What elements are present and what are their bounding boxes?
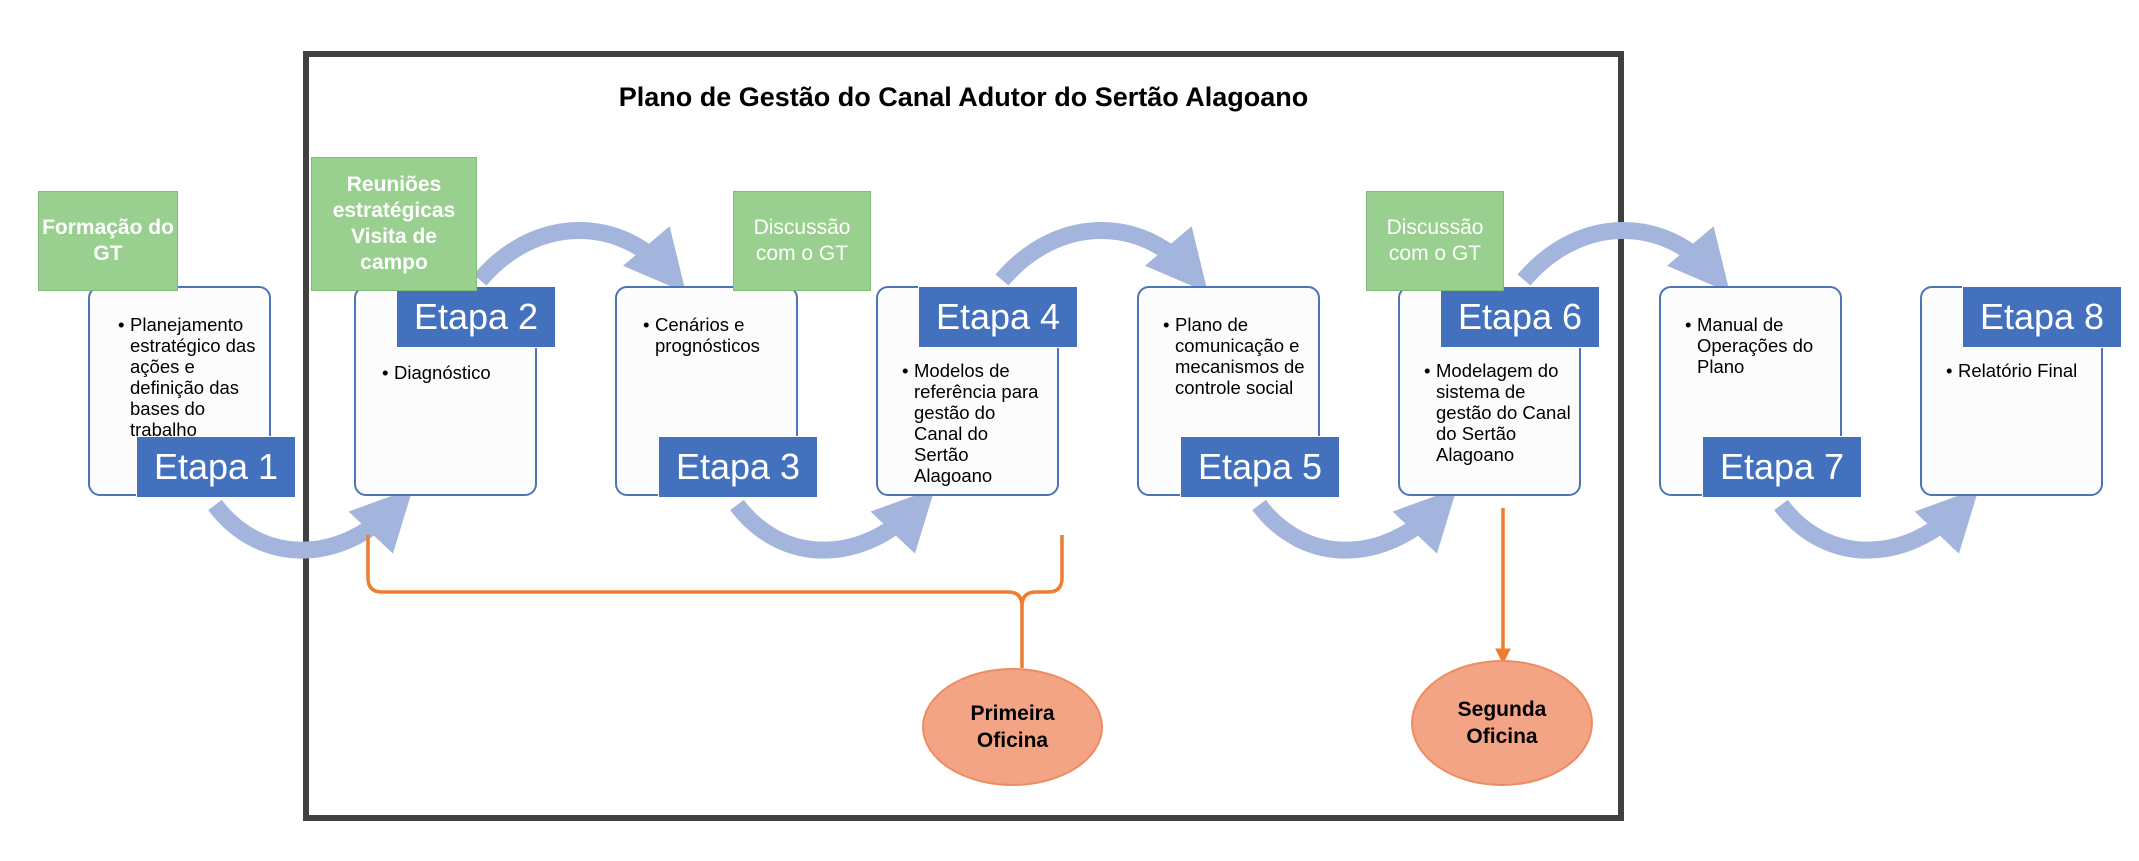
stage-3-text: Cenários e prognósticos [643, 314, 803, 356]
arrow-etapa6-to-etapa7 [1517, 222, 1730, 293]
stage-6-text: Modelagem do sistema de gestão do Canal … [1424, 360, 1576, 465]
arrow-etapa2-to-etapa3 [473, 222, 686, 293]
second-workshop-oval: Segunda Oficina [1411, 660, 1593, 786]
plan-frame [303, 51, 1624, 821]
arrow-etapa1-to-etapa2 [208, 488, 413, 559]
arrow-etapa7-to-etapa8 [1774, 488, 1979, 559]
note-formacao-gt: Formação do GT [38, 191, 178, 291]
stage-7-text: Manual de Operações do Plano [1685, 314, 1827, 377]
etapa-3-label: Etapa 3 [658, 436, 818, 498]
stage-8-text: Relatório Final [1946, 360, 2078, 381]
arrow-etapa4-to-etapa5 [995, 222, 1208, 293]
etapa-5-label: Etapa 5 [1180, 436, 1340, 498]
note-reunioes-estrategicas: Reuniões estratégicas Visita de campo [311, 157, 477, 291]
diagram-title: Plano de Gestão do Canal Adutor do Sertã… [618, 82, 1309, 112]
etapa-8-label: Etapa 8 [1962, 286, 2122, 348]
stage-5-text: Plano de comunicação e mecanismos de con… [1163, 314, 1305, 398]
etapa-1-label: Etapa 1 [136, 436, 296, 498]
stage-1-text: Planejamento estratégico das ações e def… [118, 314, 272, 440]
etapa-6-label: Etapa 6 [1440, 286, 1600, 348]
etapa-2-label: Etapa 2 [396, 286, 556, 348]
arrow-etapa3-to-etapa4 [730, 488, 935, 559]
stage-2-text: Diagnóstico [382, 362, 542, 383]
etapa-7-label: Etapa 7 [1702, 436, 1862, 498]
arrow-etapa5-to-etapa6 [1252, 488, 1457, 559]
stage-4-text: Modelos de referência para gestão do Can… [902, 360, 1039, 486]
note-discussao-gt-1: Discussão com o GT [733, 191, 871, 291]
first-workshop-brace [366, 535, 1064, 607]
note-discussao-gt-2: Discussão com o GT [1366, 191, 1504, 291]
etapa-4-label: Etapa 4 [918, 286, 1078, 348]
first-workshop-oval: Primeira Oficina [922, 668, 1103, 786]
